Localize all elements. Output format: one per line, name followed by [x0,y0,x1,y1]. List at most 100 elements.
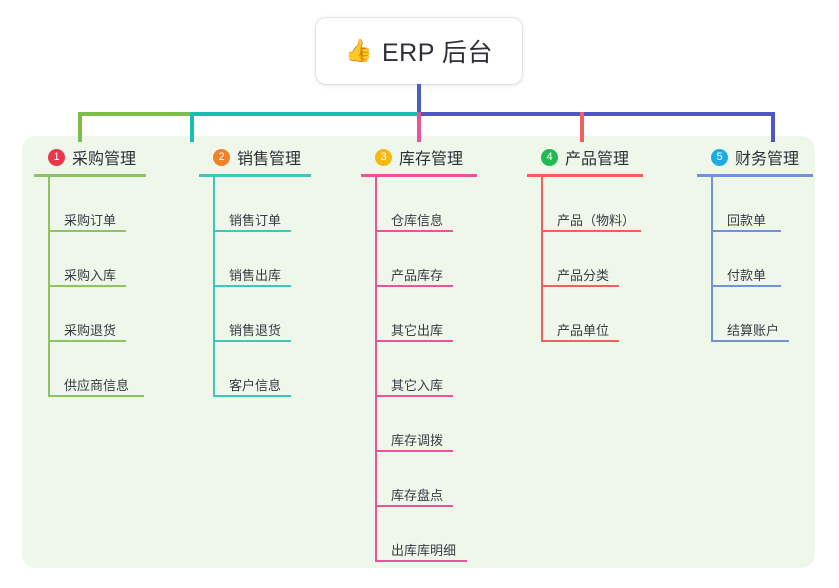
leaf-rule [375,230,453,232]
leaf-item[interactable]: 供应商信息 [34,342,146,397]
branch-badge-finance: 5 [711,148,728,166]
leaf-rule [375,340,453,342]
trunk-drop-sales [190,112,194,142]
leaf-label: 采购退货 [64,323,117,338]
branch-label-product: 产品管理 [565,151,630,168]
leaf-label: 库存盘点 [391,488,444,503]
root-stem-connector [417,84,421,114]
leaf-item[interactable]: 其它入库 [361,342,477,397]
leaf-label: 采购入库 [64,268,117,283]
leaf-label: 产品分类 [557,268,610,283]
branch-rule-product [527,174,643,177]
leaf-rule [48,395,144,397]
leaf-label: 产品库存 [391,268,444,283]
leaf-item[interactable]: 客户信息 [199,342,311,397]
thumbs-up-icon: 👍 [345,38,373,63]
trunk-drop-inventory [417,112,421,142]
leaf-rule [541,285,619,287]
leaf-rule [213,230,291,232]
branch-rule-finance [697,174,813,177]
leaf-rule [48,285,126,287]
leaf-rule [711,230,781,232]
leaf-label: 其它入库 [391,378,444,393]
branch-header-procurement[interactable]: 1 采购管理 [34,144,146,170]
leaf-list-sales: 销售订单销售出库销售退货客户信息 [199,177,311,397]
leaf-item[interactable]: 销售退货 [199,287,311,342]
leaf-list-procurement: 采购订单采购入库采购退货供应商信息 [34,177,146,397]
leaf-rule [213,395,291,397]
leaf-label: 采购订单 [64,213,117,228]
leaf-rule [375,560,467,562]
leaf-item[interactable]: 回款单 [697,177,813,232]
leaf-label: 产品单位 [557,323,610,338]
branch-header-sales[interactable]: 2 销售管理 [199,144,311,170]
trunk-segment-blue [417,112,775,116]
leaf-item[interactable]: 仓库信息 [361,177,477,232]
branch-label-procurement: 采购管理 [72,151,137,168]
leaf-item[interactable]: 销售出库 [199,232,311,287]
leaf-item[interactable]: 产品（物料） [527,177,643,232]
leaf-label: 供应商信息 [64,378,130,393]
branch-label-inventory: 库存管理 [399,151,464,168]
leaf-item[interactable]: 库存盘点 [361,452,477,507]
leaf-item[interactable]: 出库库明细 [361,507,477,562]
branch-label-sales: 销售管理 [237,151,302,168]
leaf-list-inventory: 仓库信息产品库存其它出库其它入库库存调拨库存盘点出库库明细 [361,177,477,562]
branch-badge-procurement: 1 [48,148,65,166]
branch-product: 4 产品管理产品（物料） 产品分类产品单位 [527,144,643,342]
branch-badge-inventory: 3 [375,148,392,166]
leaf-item[interactable]: 库存调拨 [361,397,477,452]
branch-header-inventory[interactable]: 3 库存管理 [361,144,477,170]
leaf-label: 其它出库 [391,323,444,338]
trunk-drop-product [580,112,584,142]
diagram-background-panel [22,136,815,568]
leaf-rule [541,340,619,342]
branch-rule-inventory [361,174,477,177]
leaf-rule [375,450,453,452]
branch-procurement: 1 采购管理采购订单采购入库采购退货供应商信息 [34,144,146,397]
branch-spine-sales [213,177,215,397]
branch-spine-product [541,177,543,342]
leaf-label: 客户信息 [229,378,282,393]
leaf-item[interactable]: 其它出库 [361,287,477,342]
root-node-title: 👍 ERP 后台 [345,33,493,69]
leaf-item[interactable]: 产品分类 [527,232,643,287]
leaf-item[interactable]: 结算账户 [697,287,813,342]
leaf-label: 仓库信息 [391,213,444,228]
leaf-rule [213,340,291,342]
leaf-label: 销售退货 [229,323,282,338]
leaf-rule [711,285,781,287]
branch-header-product[interactable]: 4 产品管理 [527,144,643,170]
branch-spine-finance [711,177,713,342]
root-node-label: ERP 后台 [382,39,493,67]
branch-inventory: 3 库存管理仓库信息产品库存其它出库其它入库库存调拨库存盘点出库库明细 [361,144,477,562]
leaf-label: 库存调拨 [391,433,444,448]
leaf-item[interactable]: 采购订单 [34,177,146,232]
leaf-label: 产品（物料） [557,213,636,228]
leaf-item[interactable]: 产品单位 [527,287,643,342]
leaf-item[interactable]: 产品库存 [361,232,477,287]
leaf-item[interactable]: 采购退货 [34,287,146,342]
branch-badge-sales: 2 [213,148,230,166]
leaf-rule [48,340,126,342]
leaf-label: 销售订单 [229,213,282,228]
branch-badge-product: 4 [541,148,558,166]
leaf-rule [213,285,291,287]
leaf-item[interactable]: 采购入库 [34,232,146,287]
trunk-drop-procurement [78,112,82,142]
leaf-label: 回款单 [727,213,767,228]
leaf-rule [375,395,453,397]
trunk-segment-green [78,112,190,116]
leaf-item[interactable]: 销售订单 [199,177,311,232]
leaf-rule [48,230,126,232]
leaf-list-product: 产品（物料） 产品分类产品单位 [527,177,643,342]
root-node[interactable]: 👍 ERP 后台 [316,18,522,84]
leaf-rule [375,285,453,287]
leaf-rule [541,230,641,232]
leaf-item[interactable]: 付款单 [697,232,813,287]
leaf-label: 结算账户 [727,323,780,338]
leaf-label: 付款单 [727,268,767,283]
